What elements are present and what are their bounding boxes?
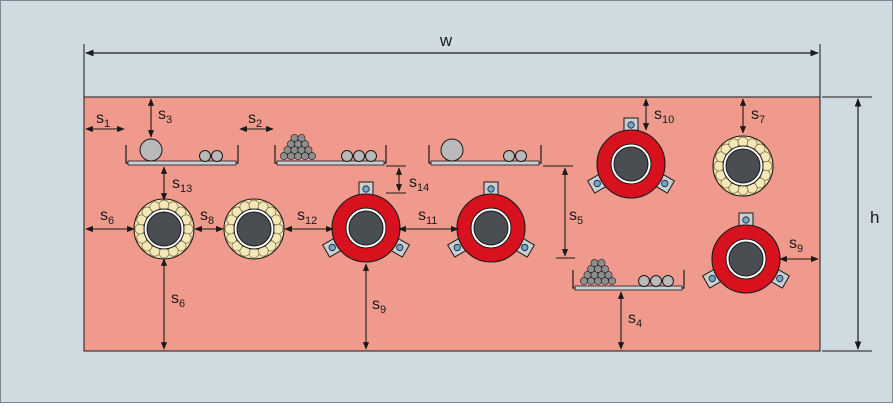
label-s10: s10	[654, 106, 674, 126]
installation-area	[83, 96, 821, 352]
wrapped-cable-3	[712, 135, 774, 197]
cable-tray-1	[125, 138, 239, 166]
cable-tray-2	[274, 134, 387, 166]
label-s13: s13	[172, 175, 192, 195]
label-s14: s14	[409, 174, 429, 194]
label-s7: s7	[751, 106, 765, 126]
width-label: w	[439, 31, 453, 50]
label-s9-right: s9	[789, 235, 803, 255]
height-label: h	[870, 208, 879, 227]
cable-tray-3	[428, 138, 542, 166]
cable-bundle-pyramid	[280, 134, 316, 160]
trefoil-clamp-4	[701, 212, 791, 294]
spacing-labels: s1 s2 s3 s13 s6 s6 s8 s12 s11 s14 s9 s5 …	[96, 106, 803, 330]
label-s5: s5	[569, 207, 583, 227]
cable-bundle-pyramid-2	[580, 259, 616, 285]
label-s2: s2	[248, 110, 262, 130]
label-s6-vertical: s6	[171, 290, 185, 310]
label-s9-left: s9	[372, 296, 386, 316]
width-dimension	[83, 44, 821, 97]
label-s3: s3	[158, 106, 172, 126]
trefoil-clamp-1	[321, 181, 411, 263]
label-s4: s4	[628, 310, 642, 330]
trefoil-clamp-3	[586, 117, 676, 199]
trefoil-clamp-2	[446, 181, 536, 263]
spacing-dimensions	[85, 98, 819, 350]
label-s12: s12	[297, 207, 317, 227]
wrapped-cable-2	[223, 198, 285, 260]
label-s6-horizontal: s6	[100, 207, 114, 227]
height-dimension	[822, 96, 872, 352]
label-s8: s8	[200, 207, 214, 227]
cable-tray-4	[572, 259, 685, 291]
wrapped-cable-1	[133, 198, 195, 260]
label-s1: s1	[96, 110, 110, 130]
label-s11: s11	[418, 207, 437, 227]
